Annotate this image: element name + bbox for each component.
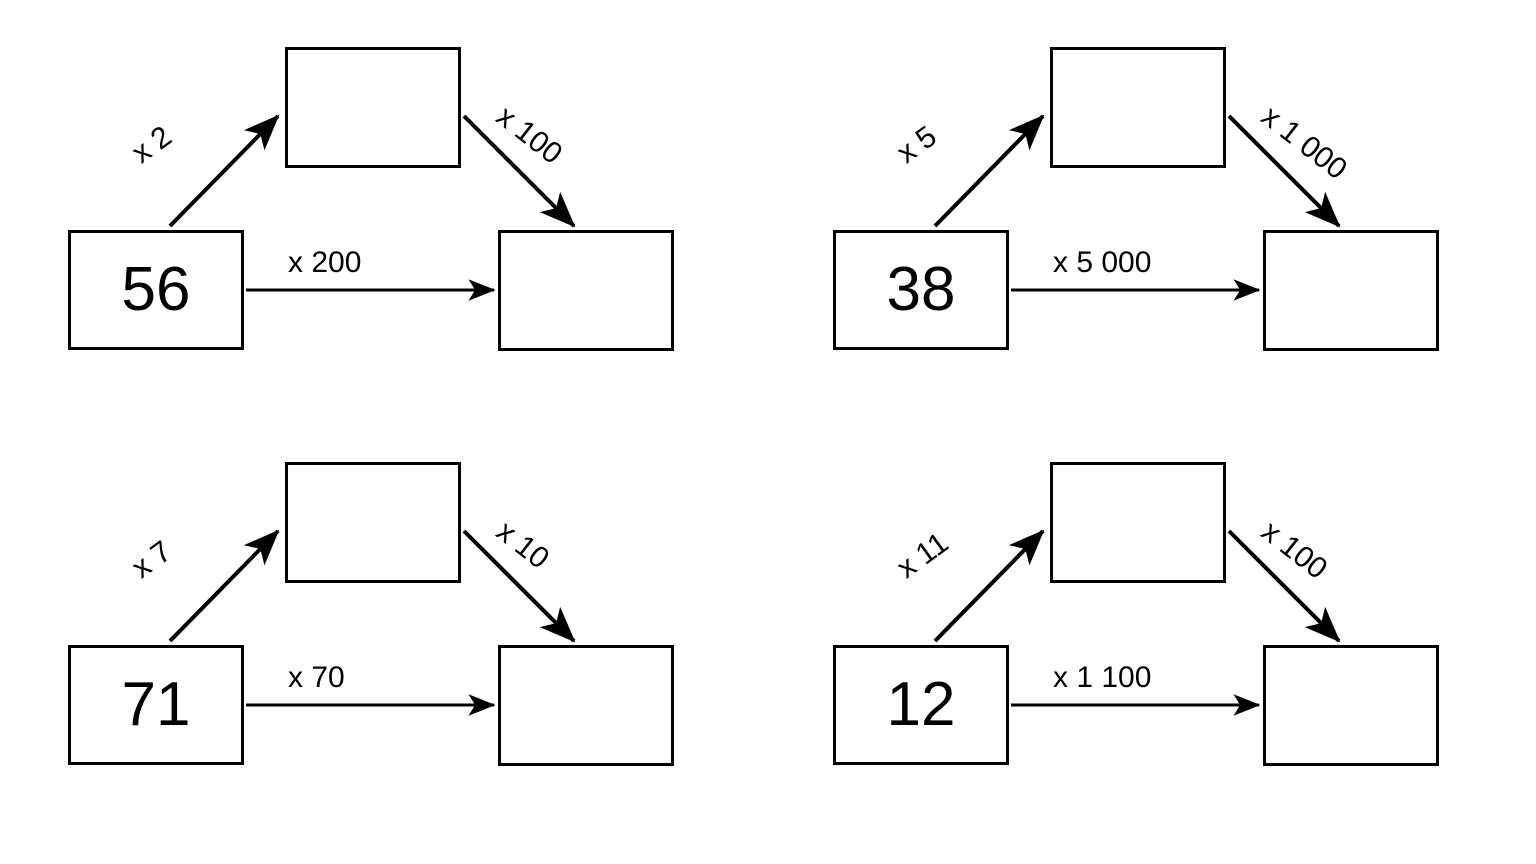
- multiplication-diagram: 12 x 11 x 100 x 1 100: [805, 435, 1505, 835]
- start-box[interactable]: 56: [68, 230, 244, 350]
- arrow-up-diagonal: [168, 529, 280, 643]
- arrow-up-diagonal: [933, 114, 1045, 228]
- intermediate-box[interactable]: [1050, 462, 1226, 583]
- edge-label-across: x 5 000: [1053, 246, 1152, 279]
- intermediate-box[interactable]: [1050, 47, 1226, 168]
- multiplication-diagram: 38 x 5 x 1 000 x 5 000: [805, 20, 1505, 420]
- result-box[interactable]: [498, 230, 674, 351]
- edge-label-across: x 200: [288, 246, 362, 279]
- diagram-arrows: [168, 529, 576, 716]
- result-box[interactable]: [498, 645, 674, 766]
- start-box[interactable]: 38: [833, 230, 1009, 350]
- arrow-up-diagonal: [933, 529, 1045, 643]
- start-box[interactable]: 71: [68, 645, 244, 765]
- arrow-up-diagonal: [168, 114, 280, 228]
- multiplication-diagram: 71 x 7 x 10 x 70: [40, 435, 740, 835]
- start-value: 12: [886, 670, 956, 739]
- intermediate-box[interactable]: [285, 47, 461, 168]
- edge-label-across: x 70: [288, 661, 345, 694]
- arrow-down-diagonal: [1227, 529, 1341, 643]
- edge-label-across: x 1 100: [1053, 661, 1152, 694]
- diagram-arrows: [933, 114, 1341, 301]
- start-value: 56: [121, 255, 191, 324]
- arrow-down-diagonal: [1227, 114, 1341, 228]
- diagram-arrows: [933, 529, 1341, 716]
- arrow-down-diagonal: [462, 529, 576, 643]
- start-value: 71: [121, 670, 191, 739]
- result-box[interactable]: [1263, 230, 1439, 351]
- diagram-arrows: [168, 114, 576, 301]
- intermediate-box[interactable]: [285, 462, 461, 583]
- multiplication-diagram: 56 x 2 x 100 x 200: [40, 20, 740, 420]
- start-value: 38: [886, 255, 956, 324]
- arrow-down-diagonal: [462, 114, 576, 228]
- start-box[interactable]: 12: [833, 645, 1009, 765]
- result-box[interactable]: [1263, 645, 1439, 766]
